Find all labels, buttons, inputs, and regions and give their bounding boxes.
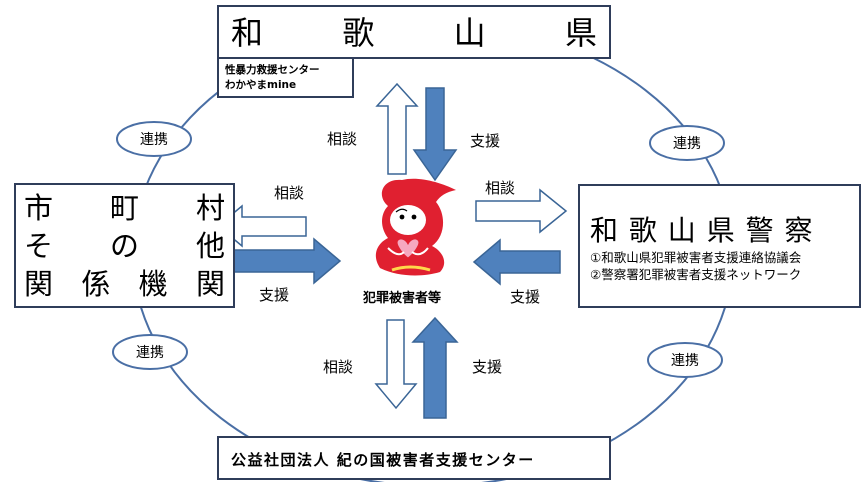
police-title: 和 歌 山 県 警 察 [590,214,814,247]
consult-arrow-down-bottom [374,319,418,410]
support-label-top: 支援 [470,132,501,150]
support-arrow-left-right [472,238,561,286]
row-char: 市 [24,191,54,225]
wakayama-prefecture-box: 和 歌 山 県 [217,5,611,59]
support-label-bottom: 支援 [472,358,503,376]
row-char: 機 [138,267,168,301]
support-arrow-right-left [231,237,342,285]
consult-label-top: 相談 [327,130,358,148]
cooperation-label-bottom-right: 連携 [671,353,699,369]
row-char: 関 [195,267,225,301]
support-center-title: 公益社団法人 紀の国被害者支援センター [231,451,535,469]
center-name-line1: 性暴力救援センター [225,64,320,76]
row-char: 町 [109,191,139,225]
cooperation-label-bottom-left: 連携 [136,345,164,361]
center-name-line2: わかやまmine [225,79,297,91]
consult-label-right: 相談 [485,179,516,197]
prefectural-police-box: 和 歌 山 県 警 察 ①和歌山県犯罪被害者支援連絡協議会 ②警察署犯罪被害者支… [578,184,861,308]
municipalities-row-2: そ の 他 [24,227,225,265]
row-char: 他 [195,229,225,263]
support-arrow-down-top [412,87,458,182]
consult-label-left: 相談 [274,184,305,202]
police-network-1: ①和歌山県犯罪被害者支援連絡協議会 [590,250,802,265]
police-network-2: ②警察署犯罪被害者支援ネットワーク [590,267,802,282]
cooperation-oval-top-left [116,121,192,157]
victim-support-center-box: 公益社団法人 紀の国被害者支援センター [217,436,611,480]
municipalities-row-3: 関 係 機 関 [24,265,225,303]
municipalities-row-1: 市 町 村 [24,189,225,227]
consult-arrow-right [475,188,568,234]
row-char: 関 [24,267,54,301]
title-char: 県 [564,14,597,52]
cooperation-label-top-right: 連携 [673,136,701,152]
consult-label-bottom: 相談 [323,358,354,376]
row-char: 係 [81,267,111,301]
title-char: 山 [453,14,486,52]
row-char: の [109,229,139,263]
row-char: 村 [195,191,225,225]
support-label-right: 支援 [510,288,541,306]
mascot-character-icon [375,178,456,276]
row-char: そ [24,229,54,263]
support-arrow-up-bottom [411,316,459,419]
prefecture-title: 和 歌 山 県 [231,13,597,53]
rape-crisis-center-box: 性暴力救援センター わかやまmine [217,57,354,98]
consult-arrow-left [216,204,307,248]
title-char: 和 [231,14,264,52]
cooperation-oval-bottom-left [112,334,188,370]
cooperation-oval-bottom-right [647,342,723,378]
consult-arrow-up-top [375,82,419,175]
crime-victims-label: 犯罪被害者等 [363,291,442,306]
support-label-left: 支援 [259,286,290,304]
cooperation-label-top-left: 連携 [140,132,168,148]
cooperation-oval-top-right [649,125,725,161]
title-char: 歌 [342,14,375,52]
municipalities-box: 市 町 村 そ の 他 関 係 機 関 [14,183,235,308]
